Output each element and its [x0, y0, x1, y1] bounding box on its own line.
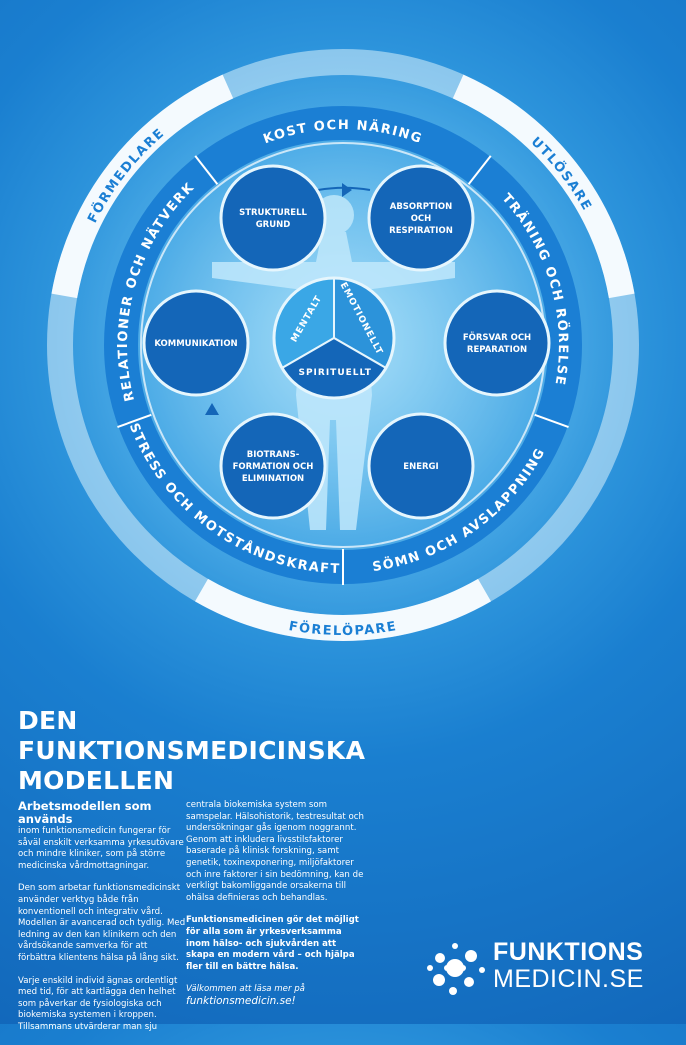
- website-link[interactable]: funktionsmedicin.se!: [186, 994, 296, 1007]
- center-circle: [272, 276, 396, 400]
- paragraph: centrala biokemiska system som samspelar…: [186, 800, 364, 903]
- paragraph: Välkommen att läsa mer på: [186, 984, 305, 995]
- text-column-2: centrala biokemiska system som samspelar…: [186, 800, 366, 1020]
- node-label: REPARATION: [467, 345, 527, 355]
- node-label: ELIMINATION: [242, 474, 304, 484]
- node-circle: [443, 289, 551, 397]
- paragraph: inom funktionsmedicin fungerar för såväl…: [18, 826, 184, 871]
- node-label: BIOTRANS-: [247, 450, 300, 460]
- node-label: KOMMUNIKATION: [154, 339, 237, 349]
- node-circle: [142, 289, 250, 397]
- outer-box: [195, 578, 491, 641]
- system-node[interactable]: ENERGI: [367, 412, 475, 520]
- title-line: DEN: [18, 706, 78, 735]
- node-label: ABSORPTION: [390, 202, 452, 212]
- molecule-logo-icon: [427, 943, 485, 995]
- node-circle: [367, 164, 475, 272]
- lead-text: Arbetsmodellen som används: [18, 799, 152, 826]
- system-node[interactable]: ABSORPTION OCH RESPIRATION: [367, 164, 475, 272]
- node-label: RESPIRATION: [389, 226, 453, 236]
- logo-text: MEDICIN.SE: [493, 965, 644, 993]
- ring-divider: [534, 413, 569, 429]
- title-line: MODELLEN: [18, 766, 175, 795]
- node-label: FÖRSVAR OCH: [463, 332, 531, 343]
- system-node[interactable]: FÖRSVAR OCH REPARATION: [443, 289, 551, 397]
- paragraph: Den som arbetar funktionsmedicinskt anvä…: [18, 883, 186, 963]
- node-circle: [219, 164, 327, 272]
- center-label: SPIRITUELLT: [298, 368, 371, 378]
- node-label: STRUKTURELL: [239, 208, 307, 218]
- node-label: FORMATION OCH: [233, 462, 314, 472]
- system-node[interactable]: KOMMUNIKATION: [142, 289, 250, 397]
- ring-divider: [194, 155, 219, 185]
- ring-label: FÖRELÖPARE: [288, 619, 399, 639]
- ring-divider: [117, 413, 152, 429]
- ring-divider: [467, 155, 492, 185]
- node-label: GRUND: [256, 220, 291, 230]
- logo-text: FUNKTIONS: [493, 938, 644, 966]
- arrow-icon: [342, 183, 352, 197]
- page-title: DEN FUNKTIONSMEDICINSKA MODELLEN: [18, 706, 365, 796]
- outer-box: [51, 74, 234, 299]
- outer-box: [452, 74, 635, 299]
- arrow-icon: [205, 403, 219, 415]
- node-circle: [219, 412, 327, 520]
- bold-paragraph: Funktionsmedicinen gör det möjligt för a…: [186, 915, 359, 972]
- title-line: FUNKTIONSMEDICINSKA: [18, 736, 366, 765]
- system-node[interactable]: STRUKTURELL GRUND: [219, 164, 327, 272]
- logo: FUNKTIONS MEDICIN.SE: [425, 938, 665, 998]
- node-label: ENERGI: [403, 462, 438, 472]
- paragraph: Varje enskild individ ägnas ordentligt m…: [18, 975, 178, 1032]
- node-label: OCH: [411, 214, 432, 224]
- node-circle: [367, 412, 475, 520]
- system-node[interactable]: BIOTRANS- FORMATION OCH ELIMINATION: [219, 412, 327, 520]
